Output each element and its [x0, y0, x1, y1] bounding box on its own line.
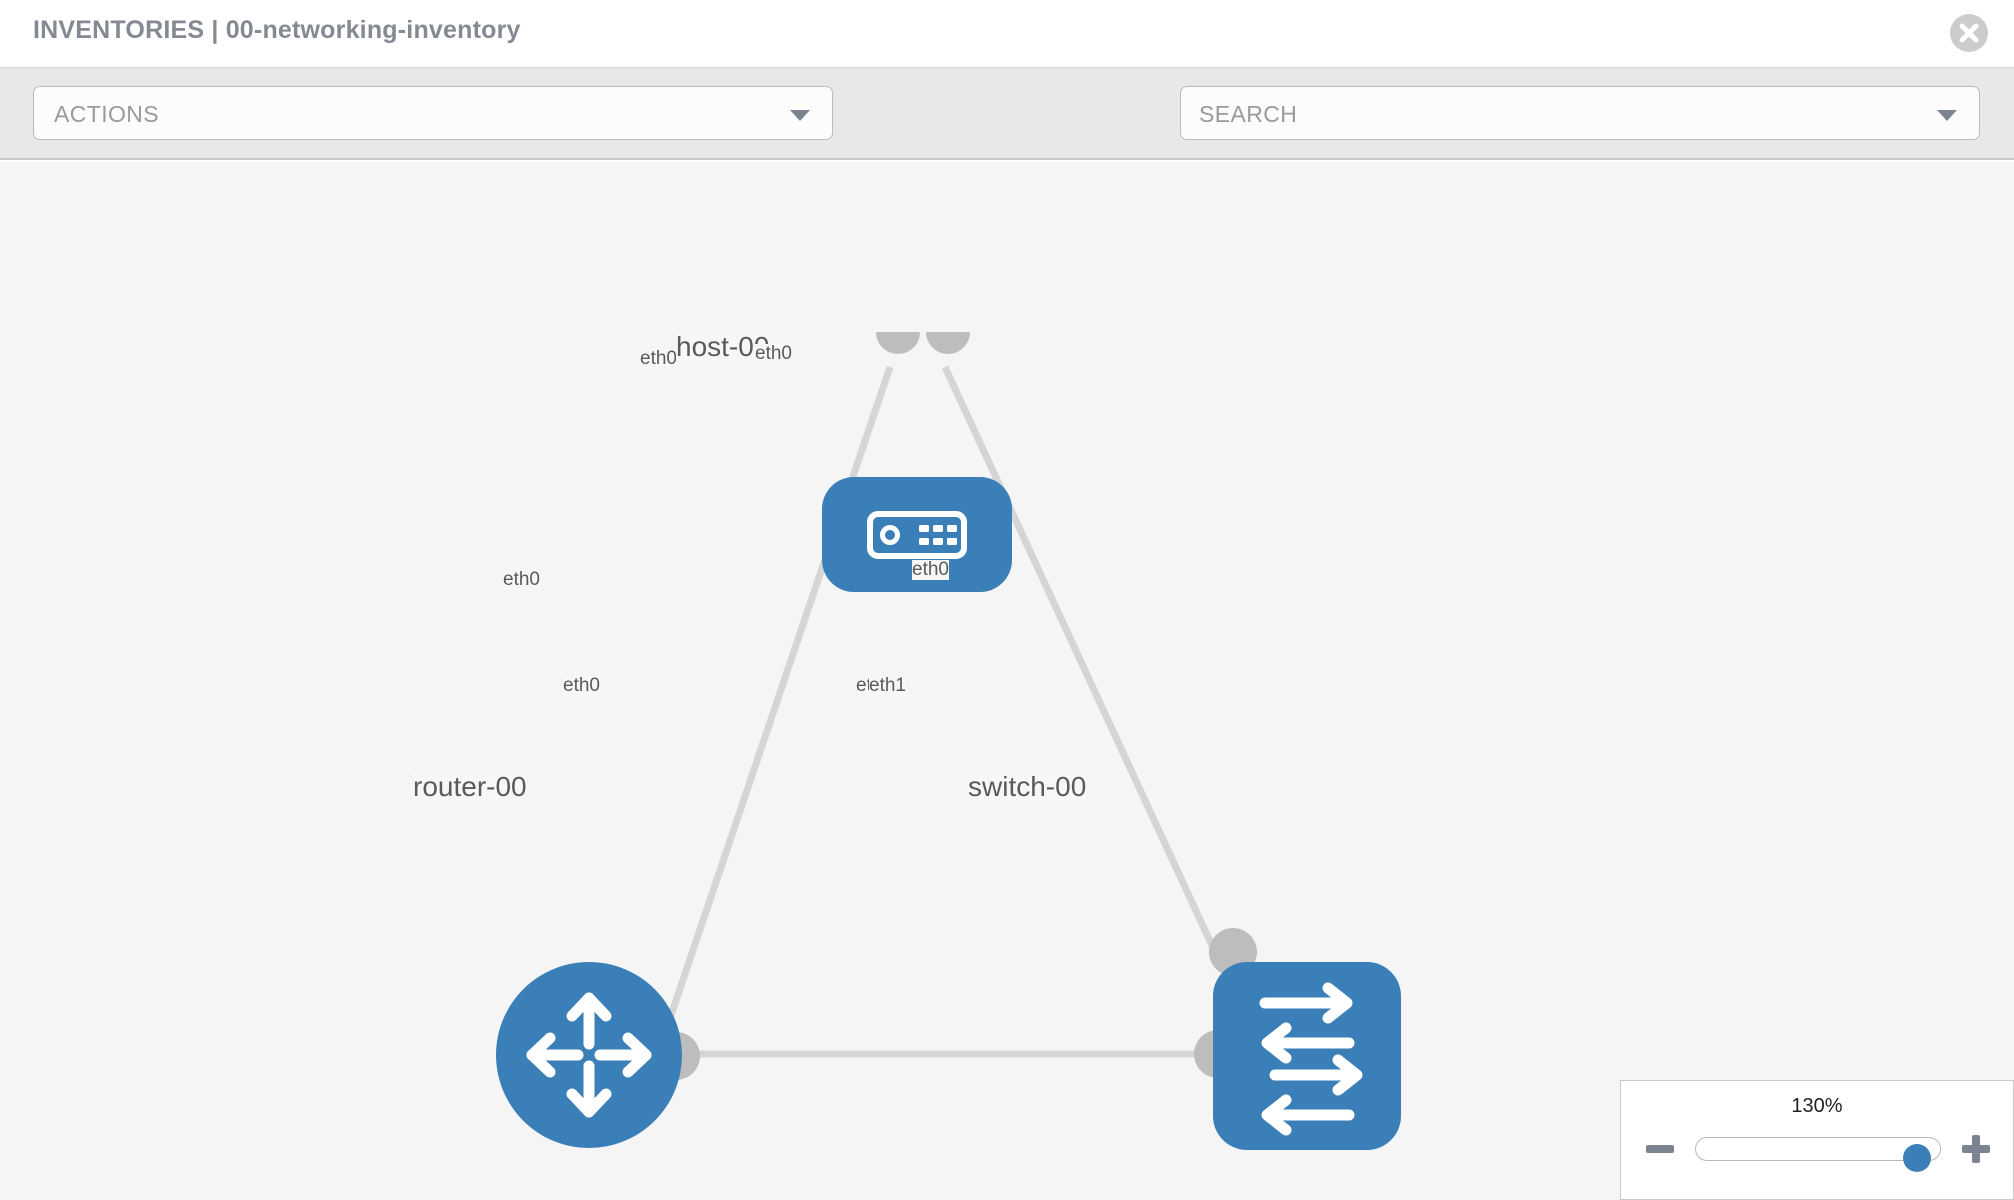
node-router-00[interactable] — [496, 962, 682, 1148]
server-icon — [867, 511, 967, 559]
interface-label-host-right: eth0 — [755, 343, 792, 364]
interface-label-switch-up: eth0 — [912, 559, 949, 580]
topology-ports — [676, 332, 1257, 1080]
router-arrows-icon — [526, 992, 652, 1118]
actions-dropdown[interactable]: ACTIONS — [33, 86, 833, 140]
chevron-down-icon — [790, 110, 810, 121]
zoom-level-value: 130% — [1791, 1095, 1843, 1117]
node-router-00-shape[interactable] — [496, 962, 682, 1148]
node-label-switch-00: switch-00 — [968, 771, 1087, 802]
node-label-host-00: host-00 — [676, 331, 770, 362]
node-host-00[interactable] — [822, 477, 1012, 592]
zoom-slider[interactable] — [1695, 1137, 1941, 1172]
interface-label-switch-left: eth1 — [869, 675, 906, 696]
page-title: INVENTORIES | 00-networking-inventory — [33, 16, 521, 44]
link-host-router — [658, 365, 894, 1044]
node-switch-00-shape[interactable] — [1213, 962, 1401, 1150]
plus-icon[interactable] — [1959, 1129, 1993, 1169]
port-host-left — [876, 332, 920, 354]
close-icon[interactable] — [1950, 14, 1988, 52]
interface-label-router-right: eth0 — [563, 675, 600, 696]
port-host-right — [926, 332, 970, 354]
node-host-00-shape[interactable] — [822, 477, 1012, 592]
chevron-down-icon[interactable] — [1937, 110, 1957, 121]
port-router-right — [676, 1032, 700, 1080]
interface-label-host-left: eth0 — [640, 348, 677, 369]
actions-dropdown-label: ACTIONS — [54, 101, 160, 127]
zoom-slider-thumb[interactable] — [1903, 1144, 1931, 1172]
page-header: INVENTORIES | 00-networking-inventory — [0, 0, 2014, 68]
search-placeholder: SEARCH — [1199, 101, 1298, 127]
minus-icon[interactable] — [1643, 1129, 1677, 1169]
port-switch-left — [1194, 1030, 1218, 1078]
search-input[interactable]: SEARCH — [1180, 86, 1980, 140]
topology-graph — [496, 332, 1401, 1150]
node-switch-00[interactable] — [1213, 962, 1401, 1150]
zoom-controls — [1621, 1129, 2014, 1172]
topology-links — [658, 365, 1219, 1058]
interface-label-router-up: eth0 — [503, 569, 540, 590]
topology-canvas[interactable]: eth0 host-00 eth0 eth0 eth0 eth0 eth eth… — [0, 162, 2014, 1200]
link-host-switch — [941, 365, 1219, 954]
zoom-panel: 130% — [1620, 1080, 2014, 1200]
node-label-router-00: router-00 — [413, 771, 527, 802]
toolbar: ACTIONS SEARC — [0, 68, 2014, 200]
switch-arrows-icon — [1259, 982, 1363, 1136]
